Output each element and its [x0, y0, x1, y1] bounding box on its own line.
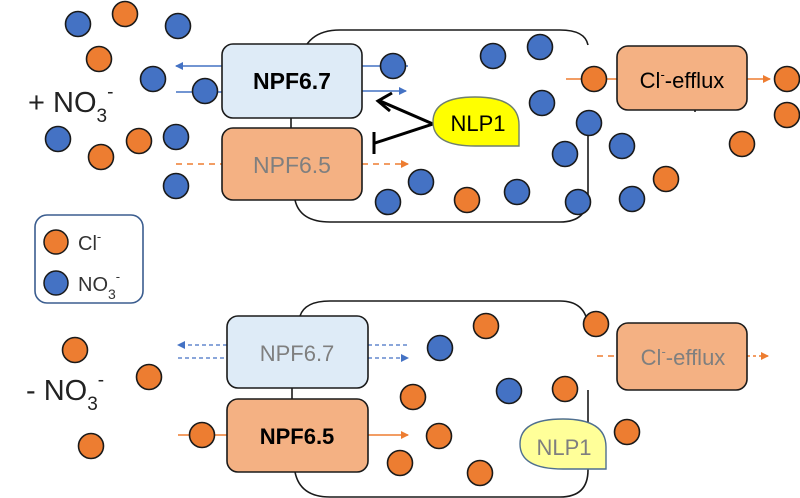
chloride-ion	[188, 421, 216, 449]
chloride-ion	[728, 130, 756, 158]
legend: Cl- NO3-	[34, 214, 144, 304]
chloride-ion	[61, 336, 89, 364]
chloride-ion	[551, 375, 579, 403]
ions-bottom	[61, 310, 641, 487]
nitrate-ion	[191, 77, 219, 105]
nitrate-ion	[44, 125, 72, 153]
nlp1-activation-arrowhead	[375, 91, 393, 113]
nitrate-ion	[379, 52, 407, 80]
nlp1-activation-arrow	[379, 99, 434, 126]
chloride-ion	[87, 143, 115, 171]
npf65-transporter	[221, 127, 363, 201]
ions-top	[44, 0, 800, 216]
nitrate-ion	[426, 334, 454, 362]
npf67-transporter	[226, 315, 369, 389]
nitrate-ion	[479, 42, 507, 70]
npf67-label: NPF6.7	[253, 68, 331, 94]
npf65-transporter	[226, 398, 369, 473]
nitrate-ion	[618, 185, 646, 213]
chloride-ion	[77, 432, 105, 460]
chloride-ion	[582, 310, 610, 338]
nitrate-ion	[526, 33, 554, 61]
chloride-ion	[652, 165, 680, 193]
nitrate-ion	[162, 123, 190, 151]
chloride-ion	[85, 45, 113, 73]
nitrate-ion	[495, 377, 523, 405]
nlp1-label: NLP1	[450, 111, 505, 136]
chloride-ion	[580, 65, 608, 93]
nitrate-ion	[139, 65, 167, 93]
condition-label-minus-nitrate: - NO3-	[26, 370, 104, 415]
chloride-efflux-label: Cl--efflux	[641, 344, 726, 370]
npf67-transporter	[221, 43, 363, 119]
nlp1-inhibition-line	[374, 122, 434, 145]
legend-chloride-label: Cl-	[78, 229, 101, 255]
chloride-efflux-transporter	[616, 45, 748, 111]
chloride-ion	[773, 65, 800, 93]
chloride-efflux-transporter	[616, 322, 748, 391]
nitrate-ion	[503, 178, 531, 206]
chloride-ion	[111, 0, 139, 28]
condition-label-plus-nitrate: + NO3-	[28, 82, 113, 127]
npf67-label: NPF6.7	[260, 341, 335, 366]
chloride-ion	[466, 459, 494, 487]
chloride-ion	[773, 101, 800, 129]
nitrate-ion	[608, 132, 636, 160]
nlp1-label: NLP1	[536, 435, 591, 460]
chloride-ion	[472, 312, 500, 340]
nitrate-ion	[162, 172, 190, 200]
legend-chloride-swatch	[43, 229, 69, 255]
chloride-ion	[613, 418, 641, 446]
nitrate-ion	[551, 140, 579, 168]
nlp1-regulator	[519, 418, 607, 470]
chloride-ion	[386, 449, 414, 477]
legend-nitrate-label: NO3-	[78, 269, 120, 302]
nitrate-ion	[64, 10, 92, 38]
nitrate-ion	[407, 168, 435, 196]
nitrate-ion	[575, 109, 603, 137]
panel-plus-nitrate: NPF6.7 NPF6.5 Cl--efflux NLP1 + NO3-	[28, 0, 800, 223]
cell-membrane	[294, 300, 589, 498]
nitrate-ion	[564, 188, 592, 216]
nitrate-ion	[164, 12, 192, 40]
chloride-ion	[453, 186, 481, 214]
chloride-ion	[135, 363, 163, 391]
nitrate-ion	[374, 188, 402, 216]
npf65-label: NPF6.5	[253, 152, 331, 178]
nlp1-regulator	[432, 96, 520, 147]
nitrate-ion	[528, 89, 556, 117]
npf65-label: NPF6.5	[260, 424, 335, 449]
chloride-efflux-label: Cl--efflux	[640, 67, 725, 93]
chloride-ion	[425, 422, 453, 450]
legend-nitrate-swatch	[43, 270, 69, 296]
panel-minus-nitrate: NPF6.7 NPF6.5 Cl--efflux NLP1 - NO3-	[26, 300, 769, 498]
chloride-ion	[399, 383, 427, 411]
chloride-ion	[125, 127, 153, 155]
